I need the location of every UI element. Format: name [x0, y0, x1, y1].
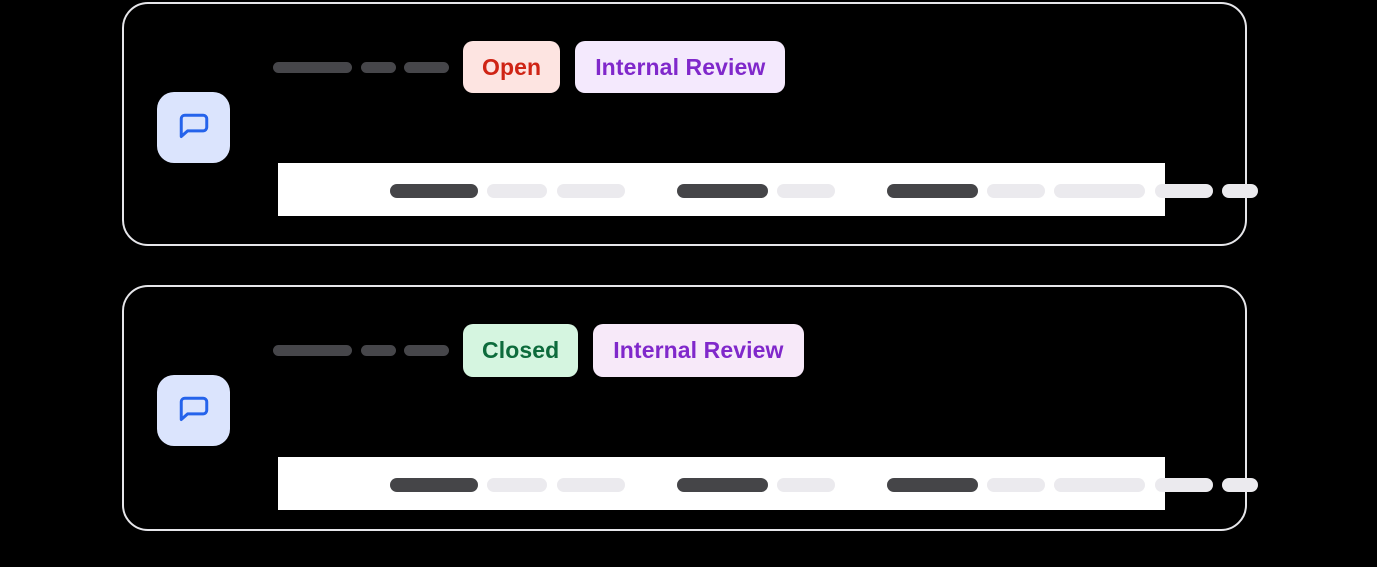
content-skeleton-bars [273, 184, 1258, 198]
skeleton-bar [1222, 478, 1258, 492]
skeleton-bar [677, 478, 768, 492]
skeleton-bar [487, 184, 547, 198]
stage-badge[interactable]: Internal Review [575, 41, 786, 93]
skeleton-bar [887, 478, 978, 492]
message-square-icon [177, 111, 211, 145]
skeleton-bar [777, 184, 835, 198]
title-placeholder-bar [404, 344, 449, 356]
title-placeholder-bar [273, 61, 352, 73]
skeleton-bar [1155, 478, 1213, 492]
skeleton-bar [390, 478, 478, 492]
ticket-card[interactable]: Open Internal Review [122, 2, 1258, 246]
skeleton-bar [887, 184, 978, 198]
skeleton-bar [1222, 184, 1258, 198]
title-placeholder-bar [361, 61, 396, 73]
message-square-icon [177, 394, 211, 428]
card-header-row: Closed Internal Review [273, 321, 804, 379]
status-badge[interactable]: Open [463, 41, 561, 93]
content-skeleton-strip [278, 163, 1258, 216]
skeleton-bar [390, 184, 478, 198]
skeleton-bar [557, 184, 625, 198]
content-skeleton-bars [273, 478, 1258, 492]
skeleton-bar [677, 184, 768, 198]
stage-badge[interactable]: Internal Review [593, 323, 804, 377]
skeleton-bar [1054, 478, 1145, 492]
card-header-row: Open Internal Review [273, 38, 786, 96]
message-square-icon-tile[interactable] [157, 375, 230, 446]
skeleton-bar [557, 478, 625, 492]
skeleton-bar [987, 184, 1045, 198]
skeleton-bar [777, 478, 835, 492]
ticket-card[interactable]: Closed Internal Review [122, 285, 1258, 531]
skeleton-bar [1054, 184, 1145, 198]
skeleton-bar [487, 478, 547, 492]
title-placeholder-bar [404, 61, 449, 73]
status-badge[interactable]: Closed [463, 323, 579, 377]
content-skeleton-strip [278, 457, 1258, 510]
title-placeholder-bar [273, 344, 352, 356]
skeleton-bar [987, 478, 1045, 492]
message-square-icon-tile[interactable] [157, 92, 230, 163]
skeleton-bar [1155, 184, 1213, 198]
title-placeholder-bar [361, 344, 396, 356]
